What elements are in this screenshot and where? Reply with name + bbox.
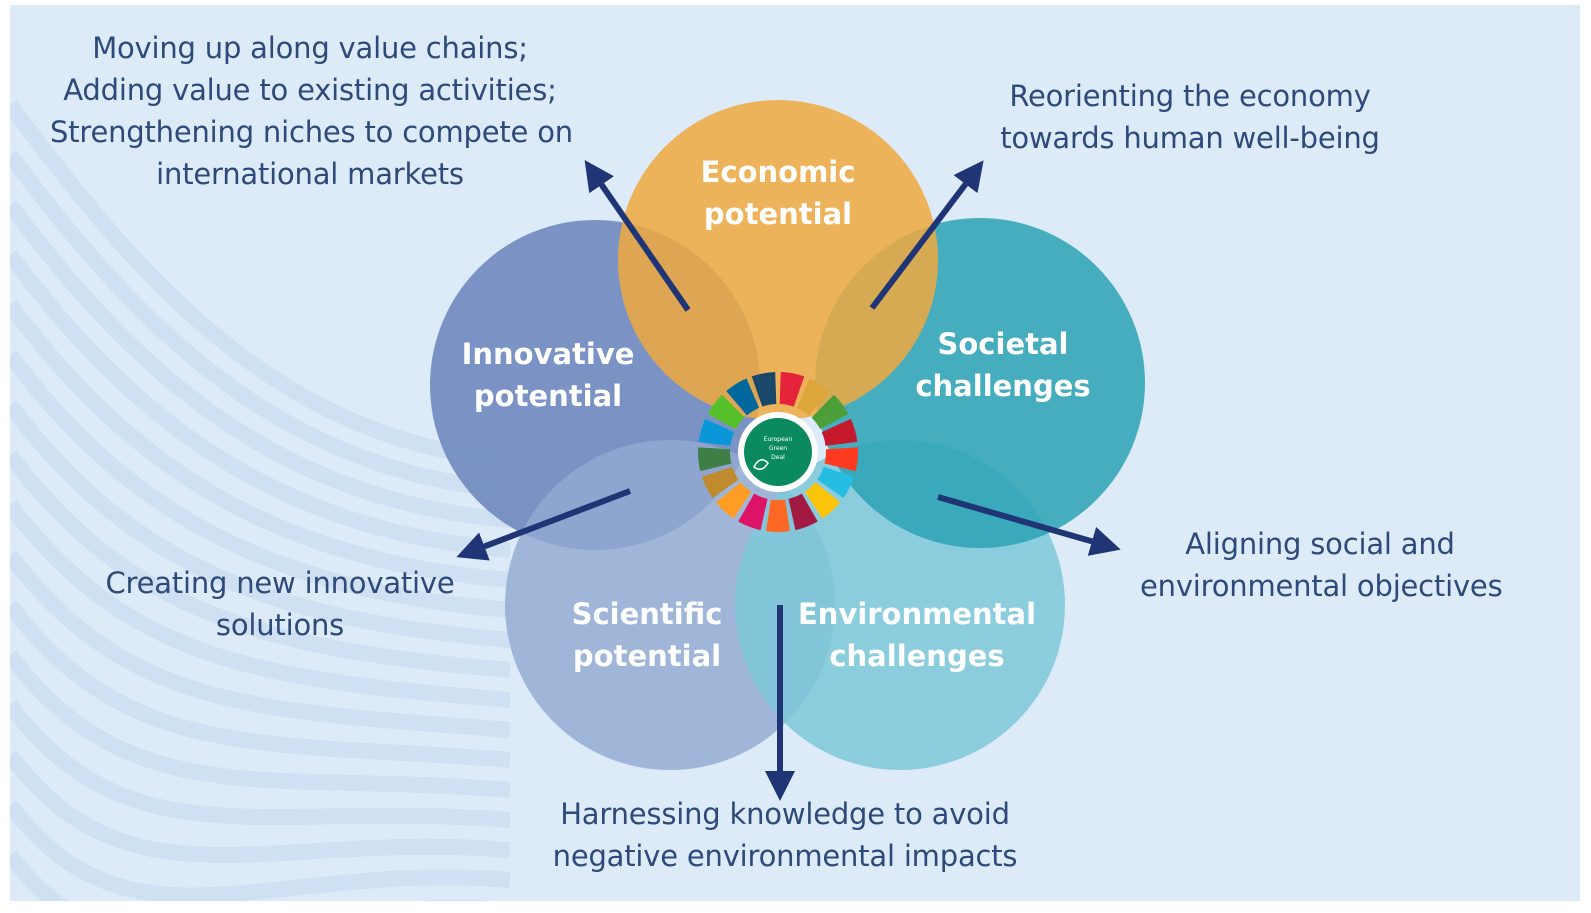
sdg-segment: [751, 372, 777, 407]
background-waves: [10, 100, 511, 901]
sdg-segment: [738, 493, 768, 531]
background-wave: [10, 150, 511, 498]
annotation-top-right-line-2: towards human well-being: [1000, 121, 1380, 155]
logo-line-3: Deal: [771, 454, 785, 461]
annotation-top-left-line-3: Strengthening niches to compete on: [50, 115, 573, 149]
sdg-segment: [804, 482, 841, 519]
sdg-segment: [701, 466, 739, 498]
environmental-line-2: challenges: [829, 639, 1005, 673]
sdg-segment: [766, 499, 790, 532]
environmental-line-1: Environmental: [797, 597, 1037, 631]
sdg-wheel: [698, 372, 858, 532]
arrow-middle-right: [937, 494, 1121, 556]
annotation-bottom-line-2: negative environmental impacts: [552, 839, 1018, 873]
background-wave: [10, 200, 511, 528]
scientific-line-2: potential: [572, 639, 722, 673]
background-wave: [10, 250, 511, 558]
background-wave: [10, 100, 511, 468]
innovative-line-1: Innovative: [461, 337, 635, 371]
sdg-segment: [796, 378, 830, 416]
logo-line-2: Green: [769, 445, 787, 452]
background-wave: [10, 650, 511, 798]
logo-line-1: European: [764, 436, 793, 443]
european-green-deal-logo: European Green Deal: [738, 412, 818, 492]
economic-line-1: Economic: [700, 155, 856, 189]
annotation-middle-left: Creating new innovative solutions: [105, 562, 455, 646]
petal-label-societal: Societal challenges: [908, 323, 1098, 407]
sdg-segment: [821, 418, 858, 446]
arrow-top-left: [584, 160, 691, 312]
petal-label-environmental: Environmental challenges: [792, 593, 1042, 677]
petal-label-innovative: Innovative potential: [453, 333, 643, 417]
annotation-bottom: Harnessing knowledge to avoid negative e…: [550, 793, 1020, 877]
sdg-segment: [715, 482, 752, 519]
annotation-middle-left-line-2: solutions: [215, 608, 345, 642]
sdg-segment: [698, 447, 732, 472]
sdg-segment: [726, 378, 760, 416]
annotation-top-left-line-4: international markets: [156, 157, 464, 191]
background-wave: [10, 600, 511, 768]
annotation-top-left: Moving up along value chains; Adding val…: [50, 27, 573, 195]
annotation-middle-left-line-1: Creating new innovative: [105, 566, 455, 600]
background-wave: [10, 800, 511, 901]
background-wave: [10, 750, 511, 864]
leaf-icon: [753, 459, 769, 470]
annotation-middle-right-line-2: environmental objectives: [1140, 569, 1503, 603]
annotation-middle-right-line-1: Aligning social and: [1185, 527, 1455, 561]
economic-line-2: potential: [703, 197, 853, 231]
sdg-segment: [824, 447, 858, 472]
annotation-top-right-line-1: Reorienting the economy: [1009, 79, 1371, 113]
societal-line-2: challenges: [915, 369, 1091, 403]
petal-label-economic: Economic potential: [688, 151, 868, 235]
annotation-top-right: Reorienting the economy towards human we…: [995, 75, 1385, 159]
sdg-segment: [698, 418, 735, 446]
background-wave: [10, 450, 511, 678]
annotation-top-left-line-1: Moving up along value chains;: [92, 31, 528, 65]
background-wave: [10, 550, 511, 738]
sdg-segment: [811, 394, 849, 430]
scientific-line-1: Scientific: [571, 597, 723, 631]
innovative-line-2: potential: [473, 379, 623, 413]
background-wave: [10, 300, 511, 588]
arrow-top-right: [869, 160, 984, 310]
petal-economic: [618, 100, 938, 420]
arrow-middle-left: [456, 488, 632, 561]
annotation-middle-right: Aligning social and environmental object…: [1140, 523, 1503, 607]
sdg-segment: [707, 394, 745, 430]
petal-label-scientific: Scientific potential: [562, 593, 732, 677]
sdg-segment: [817, 466, 855, 498]
background-wave: [10, 500, 511, 708]
background-wave: [10, 400, 511, 648]
societal-line-1: Societal: [937, 327, 1069, 361]
sdg-segment: [779, 372, 805, 407]
sdg-segment: [788, 493, 818, 531]
background-wave: [10, 350, 511, 618]
background-wave: [10, 700, 511, 828]
annotation-bottom-line-1: Harnessing knowledge to avoid: [560, 797, 1010, 831]
annotation-top-left-line-2: Adding value to existing activities;: [63, 73, 557, 107]
petal-diagram: European Green Deal: [10, 100, 1145, 901]
diagram-canvas: European Green Deal Economic potential I…: [10, 5, 1580, 901]
